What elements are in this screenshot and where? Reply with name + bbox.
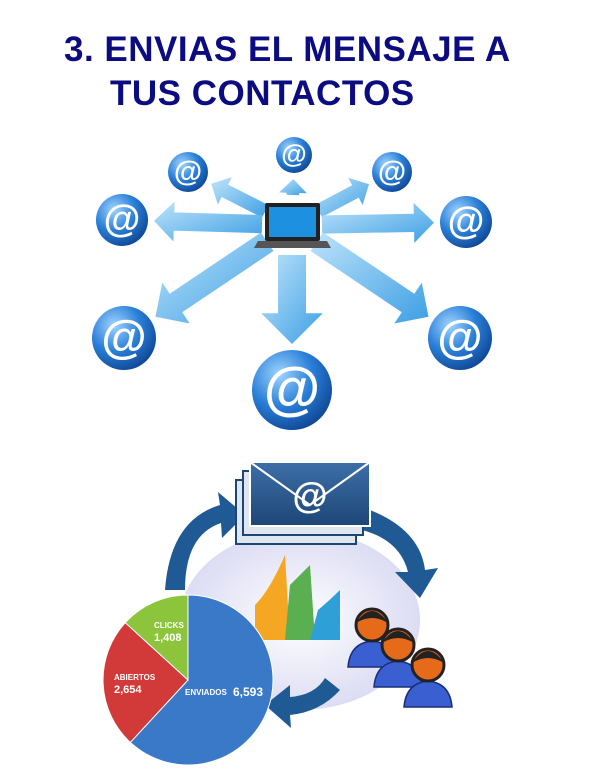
at-symbol: @ <box>104 198 141 240</box>
pie-slice-clicks <box>124 594 189 682</box>
at-symbol: @ <box>281 139 306 169</box>
slice-value: 2,654 <box>114 684 142 696</box>
person-icon <box>373 627 423 688</box>
arrow <box>154 201 263 242</box>
cycle-arrows <box>165 492 438 728</box>
arrow <box>315 177 369 218</box>
at-sign-icon: @ <box>428 306 492 370</box>
at-sign-icon: @ <box>168 152 208 192</box>
pie-slice-abiertos <box>102 621 189 744</box>
email-icons: @ @ @ @ @ @ @ @ <box>92 137 492 430</box>
person-icon <box>403 647 453 708</box>
arrow <box>261 255 323 344</box>
slice-label: ABIERTOS <box>114 673 156 682</box>
slice-value: 1,408 <box>154 632 182 644</box>
send-arrows <box>154 177 434 344</box>
laptop-icon <box>254 203 331 248</box>
at-symbol: @ <box>101 310 146 362</box>
slice-value: 6,593 <box>233 685 263 699</box>
slice-label: CLICKS <box>154 621 184 630</box>
slice-label: ENVIADOS <box>185 688 227 697</box>
at-symbol: @ <box>448 200 485 242</box>
people-icon <box>347 607 453 708</box>
at-sign-icon: @ <box>440 196 492 248</box>
at-symbol: @ <box>174 156 202 188</box>
arrow <box>321 202 434 243</box>
pie-slice-enviados <box>129 594 274 766</box>
at-sign-icon: @ <box>96 194 148 246</box>
person-icon <box>347 607 397 668</box>
envelope-at-symbol: @ <box>292 475 327 516</box>
at-sign-icon: @ <box>252 350 332 430</box>
arrow <box>155 232 274 324</box>
arrow <box>211 177 269 218</box>
arrow <box>279 179 307 196</box>
at-symbol: @ <box>437 310 482 362</box>
at-sign-icon: @ <box>372 152 412 192</box>
pie-chart: ENVIADOS 6,593 ABIERTOS 2,654 CLICKS 1,408 <box>102 594 274 766</box>
at-sign-icon: @ <box>276 137 312 173</box>
arrow <box>310 232 429 324</box>
envelope-icon: @ <box>235 461 371 545</box>
at-sign-icon: @ <box>92 306 156 370</box>
bar-chart-icon <box>255 555 340 640</box>
title-line-2: TUS CONTACTOS <box>110 74 415 113</box>
title-line-1: 3. ENVIAS EL MENSAJE A <box>64 30 511 69</box>
at-symbol: @ <box>378 156 406 188</box>
at-symbol: @ <box>264 356 321 421</box>
